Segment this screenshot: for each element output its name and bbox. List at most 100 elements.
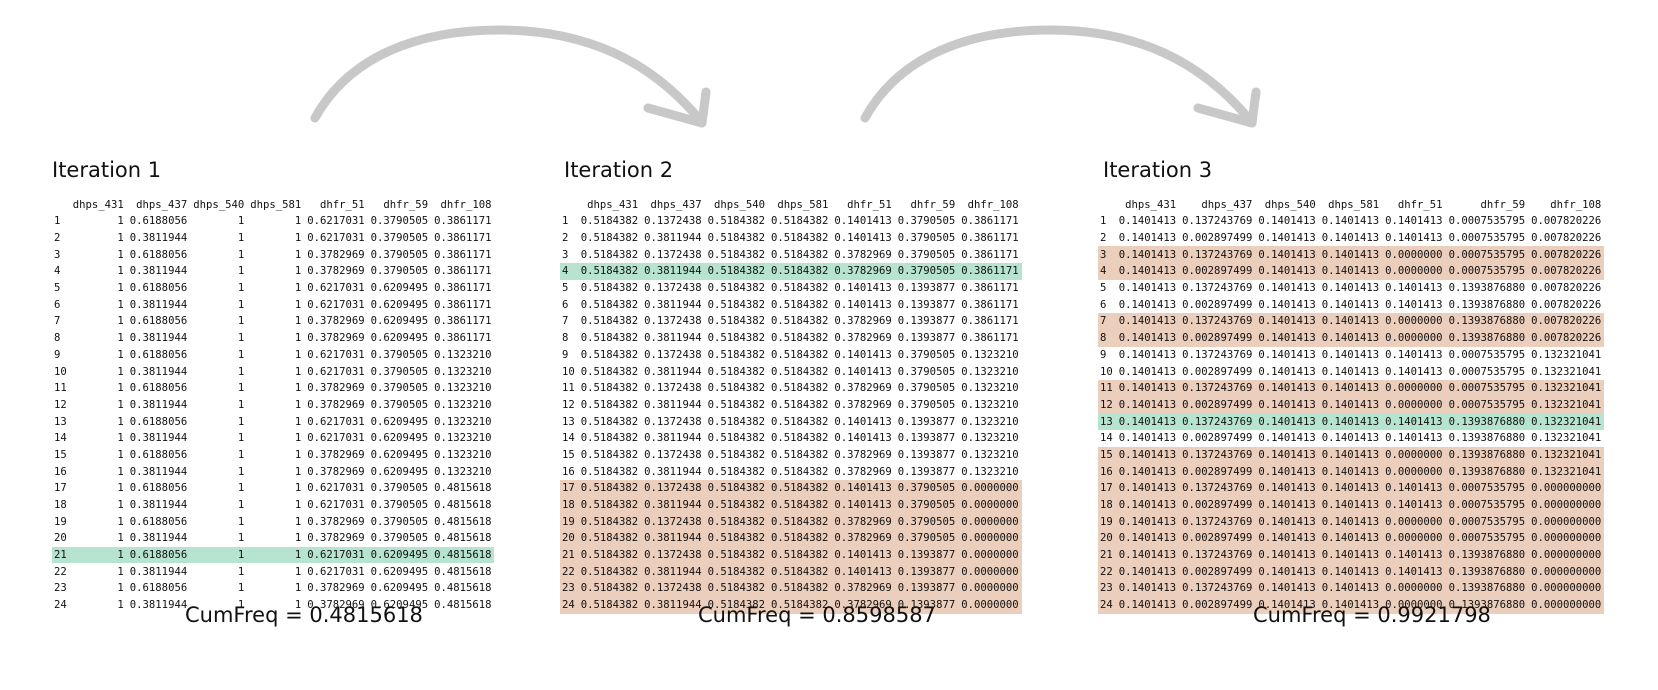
row-number: 23: [1098, 580, 1116, 597]
table-cell: 0.5184382: [707, 348, 765, 361]
table-cell: 0.0000000: [1382, 313, 1446, 330]
table-cell: 1: [190, 546, 248, 564]
table-cell: 0.1393877: [897, 282, 956, 295]
column-header: dhfr_51: [1397, 199, 1443, 211]
table-cell: 0.1401413: [1255, 413, 1319, 430]
table-cell: 1: [294, 282, 302, 295]
arrows-layer: [310, 25, 1261, 128]
table-cell: 0.1401413: [1255, 546, 1319, 564]
iteration-2-title: Iteration 2: [564, 158, 674, 182]
table-cell: 0.1401413: [1115, 496, 1180, 514]
table-cell: 0.000000000: [1528, 496, 1605, 514]
table-cell: 0.0007535795: [1445, 480, 1529, 497]
table-cell: 0.000000000: [1528, 530, 1605, 547]
table-cell: 0.0000000: [1382, 263, 1446, 280]
table-cell: 1: [237, 415, 245, 428]
table-cell: 0.5184382: [707, 332, 765, 345]
table-cell: 0.3811944: [129, 332, 188, 345]
table-cell: 0.6217031: [307, 232, 365, 245]
table-cell: 0.5184382: [704, 580, 768, 597]
row-number: 11: [1098, 379, 1116, 397]
row-number: 1: [54, 215, 61, 228]
table-cell: 0.5184382: [707, 382, 765, 395]
table-cell: 0.5184382: [704, 496, 768, 514]
row-number: 22: [54, 565, 67, 578]
row-number: 8: [54, 332, 61, 345]
row-number: 4: [54, 265, 61, 278]
table-cell: 0.1401413: [1115, 580, 1180, 597]
column-header: dhps_540: [193, 199, 245, 211]
table-cell: 0.5184382: [580, 382, 639, 395]
table-cell: 0.1393877: [894, 563, 959, 581]
table-cell: 0.3782969: [834, 248, 892, 261]
table-cell: 0.3782969: [307, 465, 365, 478]
table-cell: 0.1401413: [1115, 480, 1180, 497]
table-cell: 0.1393877: [897, 432, 956, 445]
column-header: dhps_581: [1328, 199, 1380, 211]
table-cell: 0.137243769: [1179, 546, 1256, 564]
table-cell: 1: [117, 599, 124, 612]
row-number: 7: [562, 315, 569, 328]
table-cell: 0.0000000: [958, 530, 1022, 547]
table-cell: 0.5184382: [580, 432, 639, 445]
row-number: 14: [1100, 432, 1113, 445]
row-number: 4: [560, 263, 578, 280]
table-cell: 0.1401413: [1255, 480, 1319, 497]
table-cell: 0.3790505: [370, 265, 429, 278]
row-number: 21: [560, 546, 578, 564]
table-cell: 0.6188056: [129, 382, 188, 395]
table-cell: 0.0007535795: [1445, 263, 1529, 280]
table-cell: 1: [237, 382, 245, 395]
table-cell: 1: [237, 448, 245, 461]
table-cell: 0.132321041: [1528, 379, 1605, 397]
table-cell: 1: [294, 348, 302, 361]
table-cell: 1: [117, 499, 124, 512]
table-cell: 0.3861171: [961, 232, 1019, 245]
table-cell: 1: [237, 432, 245, 445]
table-cell: 0.1401413: [1318, 563, 1383, 581]
table-cell: 0.6209495: [370, 282, 429, 295]
table-cell: 0.3811944: [129, 465, 188, 478]
table-cell: 0.137243769: [1179, 480, 1256, 497]
table-cell: 1: [294, 465, 302, 478]
table-cell: 0.1401413: [1318, 496, 1383, 514]
table-cell: 1: [117, 582, 124, 595]
column-header: dhps_437: [136, 199, 188, 211]
table-cell: 0.000000000: [1528, 480, 1605, 497]
table-cell: 0.5184382: [577, 563, 642, 581]
table-cell: 1: [294, 582, 302, 595]
table-cell: 1: [117, 515, 124, 528]
curved-arrow-icon: [310, 25, 711, 128]
table-cell: 0.5184382: [770, 448, 829, 461]
table-cell: 0.1323210: [961, 382, 1019, 395]
table-cell: 0.5184382: [770, 465, 829, 478]
table-cell: 0.3790505: [370, 215, 429, 228]
row-number: 1: [1100, 215, 1107, 228]
table-cell: 0.3782969: [834, 448, 892, 461]
table-cell: 0.3790505: [894, 480, 959, 497]
table-cell: 0.0000000: [958, 596, 1022, 614]
table-cell: 1: [294, 315, 302, 328]
table-cell: 0.6217031: [307, 298, 365, 311]
table-cell: 1: [237, 315, 245, 328]
row-number: 16: [54, 465, 67, 478]
table-cell: 0.1393876880: [1445, 596, 1529, 614]
table-cell: 0.3782969: [834, 398, 892, 411]
